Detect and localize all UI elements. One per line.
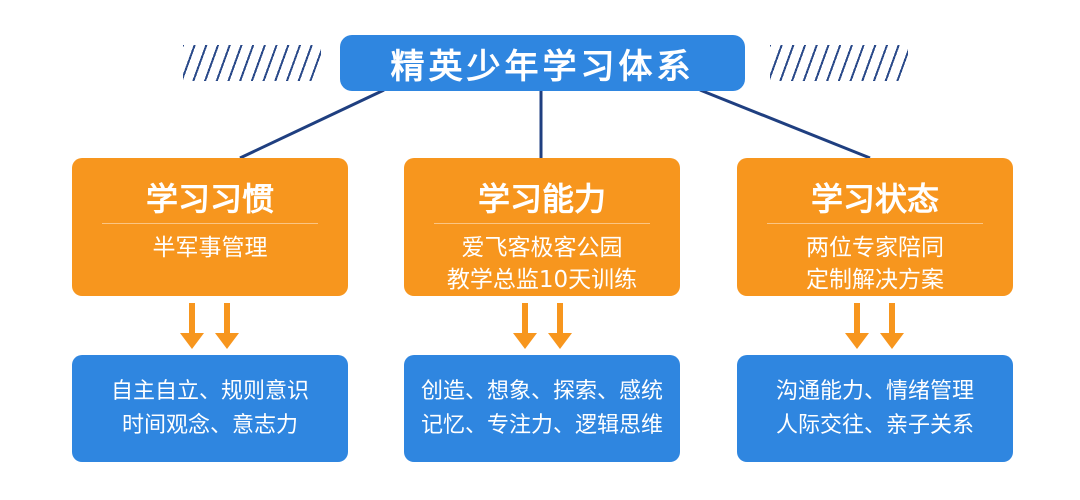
category-subtext: 教学总监10天训练: [446, 267, 638, 293]
divider: [102, 223, 318, 224]
down-arrow-icon: [548, 303, 572, 349]
divider: [767, 223, 983, 224]
detail-line: 记忆、专注力、逻辑思维: [420, 412, 663, 438]
detail-line: 人际交往、亲子关系: [775, 412, 974, 438]
detail-box-state: 沟通能力、情绪管理 人际交往、亲子关系: [737, 355, 1013, 462]
down-arrow-icon: [215, 303, 239, 349]
category-subtext: 定制解决方案: [806, 267, 944, 293]
category-heading: 学习状态: [810, 180, 939, 218]
detail-line: 时间观念、意志力: [121, 412, 298, 438]
detail-box-ability: 创造、想象、探索、感统 记忆、专注力、逻辑思维: [404, 355, 680, 462]
category-subtext: 两位专家陪同: [806, 235, 944, 261]
down-arrow-icon: [180, 303, 204, 349]
decorative-hatch-right: [770, 45, 908, 81]
category-box-state: 学习状态 两位专家陪同 定制解决方案: [737, 158, 1013, 296]
category-subtext: 半军事管理: [152, 235, 268, 261]
down-arrow-icon: [513, 303, 537, 349]
detail-line: 沟通能力、情绪管理: [775, 378, 974, 404]
down-arrows: [180, 303, 904, 349]
detail-line: 创造、想象、探索、感统: [420, 378, 663, 404]
down-arrow-icon: [880, 303, 904, 349]
category-box-habits: 学习习惯 半军事管理: [72, 158, 348, 296]
decorative-hatch-left: [183, 45, 321, 81]
detail-line: 自主自立、规则意识: [110, 378, 309, 404]
divider: [434, 223, 650, 224]
category-box-ability: 学习能力 爱飞客极客公园 教学总监10天训练: [404, 158, 680, 296]
down-arrow-icon: [845, 303, 869, 349]
category-subtext: 爱飞客极客公园: [461, 235, 623, 261]
detail-box-habits: 自主自立、规则意识 时间观念、意志力: [72, 355, 348, 462]
category-heading: 学习习惯: [145, 180, 274, 218]
category-heading: 学习能力: [477, 180, 606, 218]
system-title: 精英少年学习体系: [340, 35, 745, 91]
